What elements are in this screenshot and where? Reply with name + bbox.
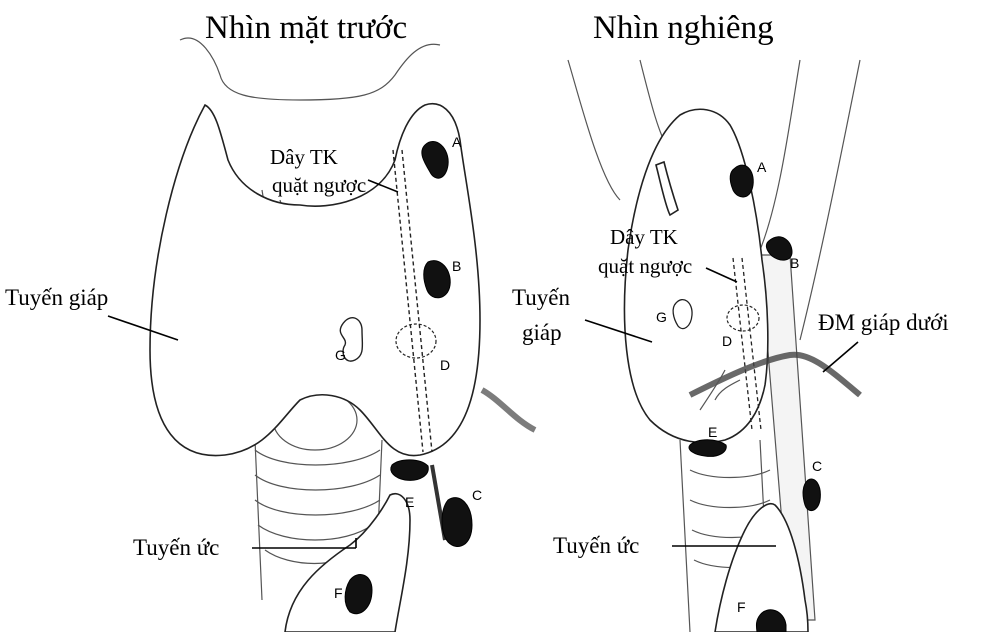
side-gland-g-label: G (656, 309, 667, 325)
front-gland-e (391, 460, 428, 480)
front-nerve-label-line1: Dây TK (270, 145, 338, 169)
front-gland-g-label: G (335, 347, 346, 363)
front-gland-c (442, 498, 472, 547)
side-gland-b-label: B (790, 255, 799, 271)
front-view-illustration: A B C D E F G Dây TK quặt ngược Tuyến gi… (5, 38, 535, 632)
side-view-title: Nhìn nghiêng (593, 10, 774, 46)
front-thyroid-label: Tuyến giáp (5, 285, 108, 310)
side-artery-label: ĐM giáp dưới (818, 310, 949, 335)
side-view-illustration: A B C D E F G Dây TK quặt ngược Tuyến gi… (512, 60, 949, 632)
front-gland-b-label: B (452, 258, 461, 274)
side-gland-c (803, 479, 820, 511)
side-thymus-label: Tuyến ức (553, 533, 639, 558)
side-thyroid-label-line1: Tuyến (512, 285, 570, 310)
side-thyroid-label-line2: giáp (522, 320, 562, 345)
front-gland-e-label: E (405, 494, 414, 510)
front-nerve-label-line2: quặt ngược (272, 173, 366, 197)
front-view-title: Nhìn mặt trước (205, 10, 407, 46)
side-artery-leader (823, 342, 858, 372)
front-gland-d-label: D (440, 357, 450, 373)
front-thymus-label: Tuyến ức (133, 535, 219, 560)
front-larynx-outline (180, 38, 440, 100)
front-vessel (482, 390, 535, 430)
front-gland-f-label: F (334, 585, 343, 601)
side-nerve-label-line1: Dây TK (610, 225, 678, 249)
side-gland-a-label: A (757, 159, 767, 175)
side-gland-e-label: E (708, 424, 717, 440)
side-nerve-label-line2: quặt ngược (598, 254, 692, 278)
side-gland-c-label: C (812, 458, 822, 474)
side-gland-f-label: F (737, 599, 746, 615)
front-gland-a-label: A (452, 134, 462, 150)
side-gland-d-label: D (722, 333, 732, 349)
front-gland-c-label: C (472, 487, 482, 503)
side-gland-e (689, 440, 726, 457)
